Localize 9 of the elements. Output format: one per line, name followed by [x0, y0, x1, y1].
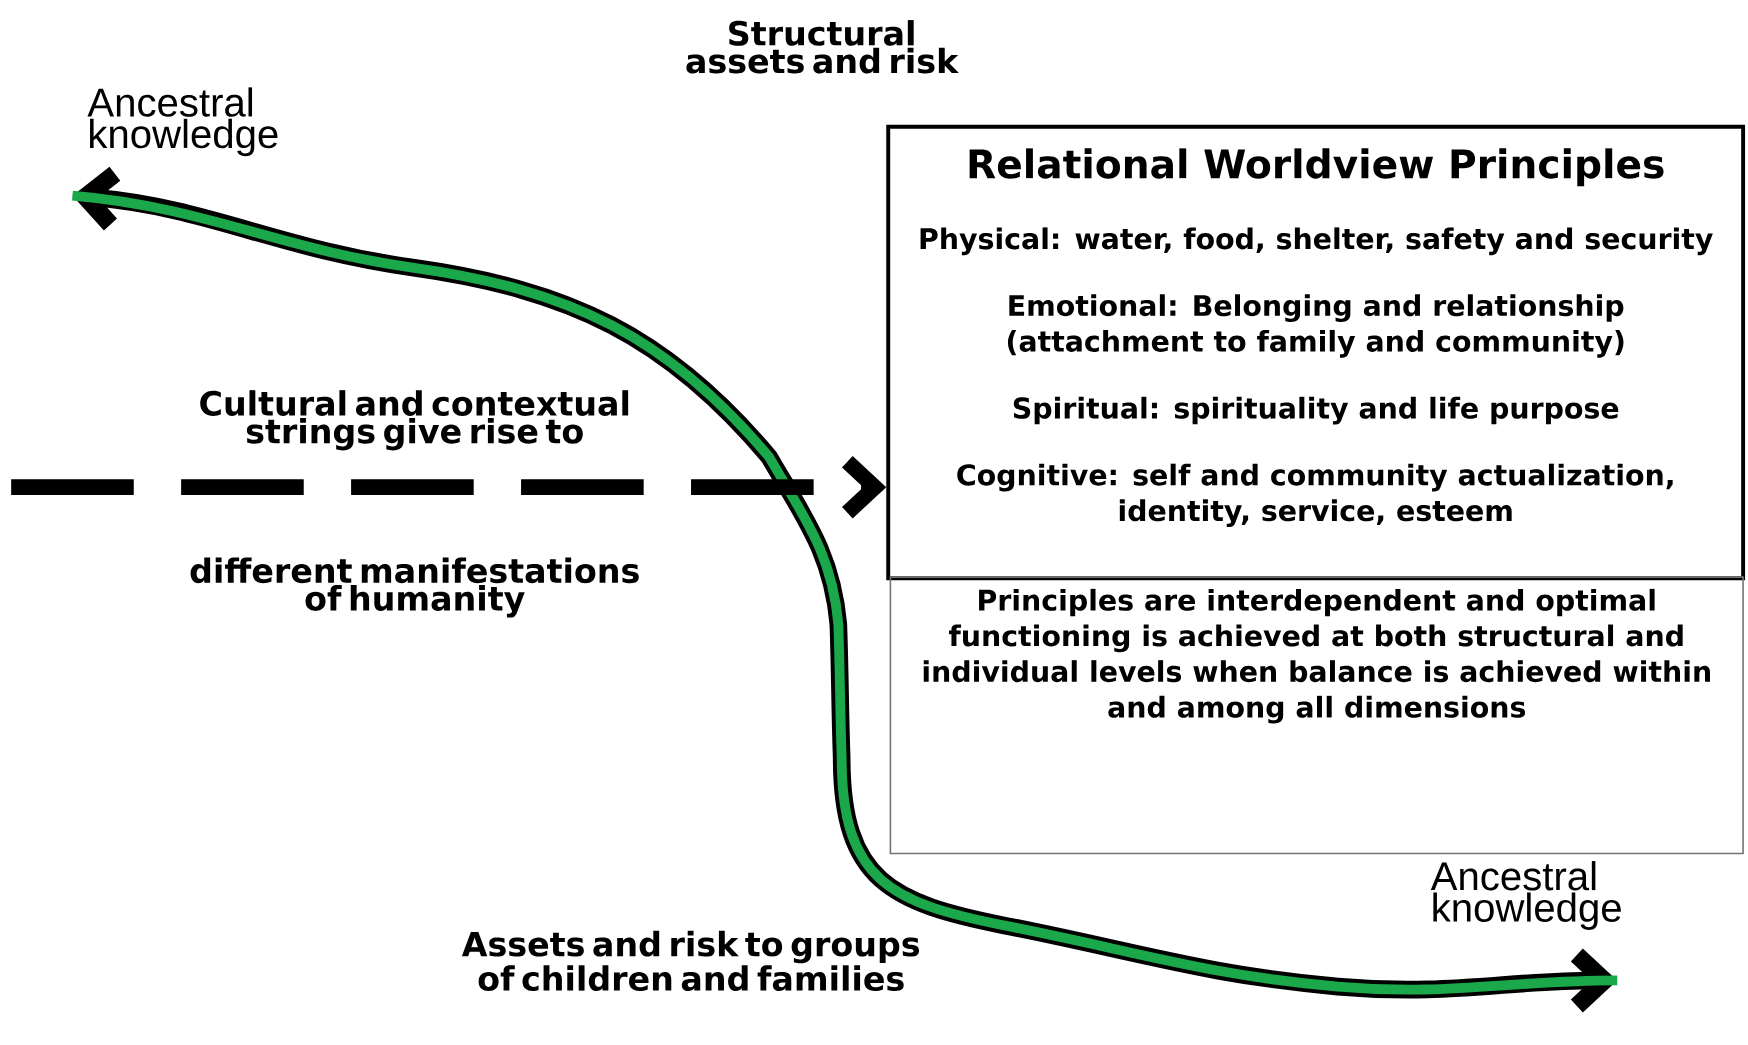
text-label: different manifestations of humanity: [190, 557, 639, 618]
node-label: Ancestral knowledge: [87, 87, 278, 157]
principles-box: Relational Worldview Principles Physical: water, food, shelter, safety and security Emotional: Belonging and relationship (attachment to family and community) Spiritual: spirituality and life purpose Cognitive: self and community actualization, identity, service, esteem: [886, 125, 1746, 581]
text-label: Assets and risk to groups of children and families: [461, 931, 920, 992]
node-label: Ancestral knowledge: [1430, 861, 1621, 931]
text-label: Cultural and contextual strings give rise to: [200, 390, 629, 451]
text-label: Structural assets and risk: [686, 20, 959, 74]
dashed-arrow: [11, 456, 887, 519]
note-box: Principles are interdependent and optimal functioning is achieved at both structural and individual levels when balance is achieved within and among all dimensions: [889, 576, 1744, 855]
